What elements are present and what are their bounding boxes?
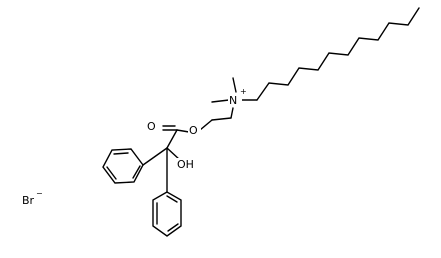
central-carbon-group <box>142 147 181 193</box>
phenyl-ring-lower-outline <box>152 191 182 237</box>
phenyl-ring-upper-double-1 <box>113 152 129 155</box>
n-methyl-left-bond <box>211 99 230 103</box>
nitrogen-substituents <box>211 77 258 119</box>
phenyl-ring-upper-double-2 <box>106 166 117 180</box>
center-to-upper-phenyl-bond <box>142 147 168 166</box>
bromide-label: Br <box>22 194 35 207</box>
phenyl-ring-upper <box>102 148 144 184</box>
ester-linker <box>162 117 232 149</box>
nitrogen-label: N <box>229 94 237 107</box>
ethylene-bond-2 <box>199 119 213 131</box>
o-to-carbonyl-bond <box>176 129 190 133</box>
n-to-ethylene-bond <box>230 107 234 119</box>
phenyl-ring-upper-double-3 <box>132 165 141 179</box>
carbonyl-oxygen-label: O <box>147 120 156 133</box>
atom-labels: O O OH N + Br − <box>22 87 247 207</box>
nitrogen-charge-label: + <box>240 87 247 96</box>
decyl-chain-bonds <box>256 7 420 101</box>
phenyl-ring-lower-double-3 <box>166 195 178 203</box>
ethylene-bond-1 <box>211 117 232 121</box>
phenyl-ring-lower-double-2 <box>167 223 179 232</box>
phenyl-ring-lower <box>152 191 182 237</box>
carbonyl-to-center-bond <box>166 129 178 149</box>
phenyl-ring-upper-outline <box>102 148 144 184</box>
decyl-chain <box>256 7 420 101</box>
bromide-charge-label: − <box>36 189 43 198</box>
hydroxyl-label: OH <box>177 158 194 171</box>
n-methyl-up-bond <box>232 77 237 93</box>
ester-oxygen-label: O <box>189 124 198 137</box>
